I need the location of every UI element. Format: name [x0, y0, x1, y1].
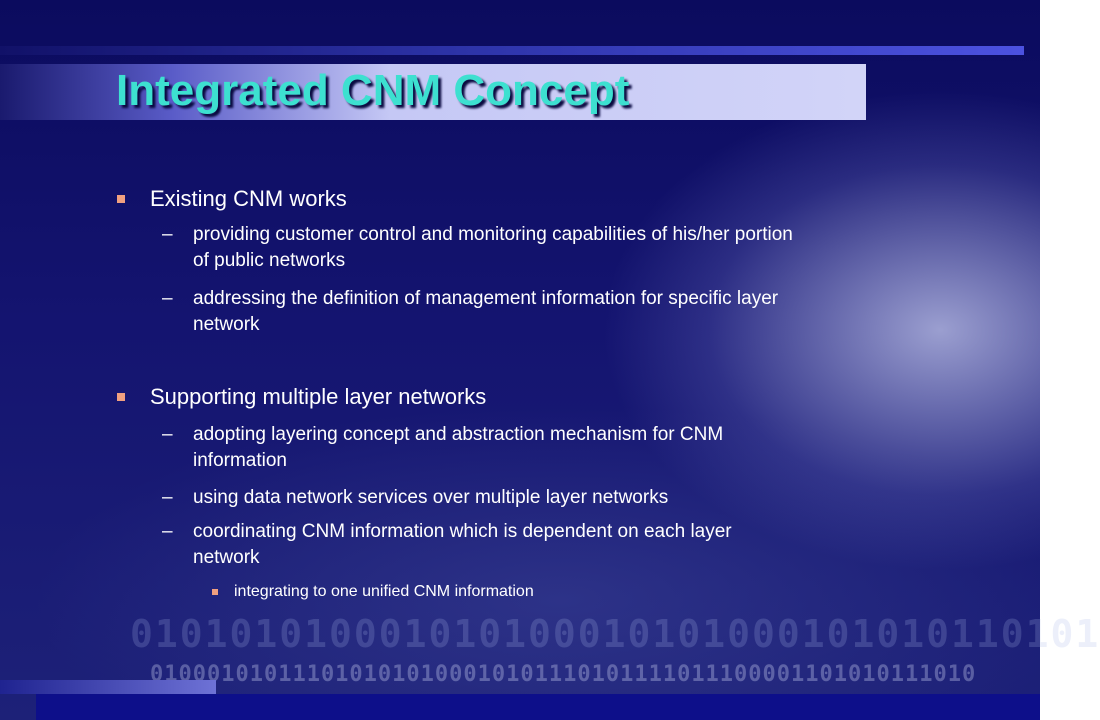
dash-bullet: –: [162, 288, 173, 309]
slide-title: Integrated CNM Concept: [116, 66, 630, 115]
title-bar: [0, 64, 866, 120]
section-1-item-1-line-2: of public networks: [193, 250, 346, 271]
slide-body: Existing CNM works – providing customer …: [117, 186, 963, 600]
section-2-item-2: using data network services over multipl…: [193, 485, 963, 511]
dash-bullet: –: [162, 424, 173, 445]
section-2-item-2-line-1: using data network services over multipl…: [193, 487, 669, 508]
small-square-bullet-icon: [212, 589, 218, 595]
dash-bullet: –: [162, 487, 173, 508]
section-2-item-1-line-2: information: [193, 450, 287, 471]
bottom-accent-bar: [0, 680, 216, 694]
section-1-item-2-line-2: network: [193, 314, 260, 335]
binary-decoration-row-2: 0100010101110101010100010101110101111011…: [150, 662, 977, 687]
square-bullet-icon: [117, 195, 125, 203]
dash-bullet: –: [162, 224, 173, 245]
section-1-item-1: providing customer control and monitorin…: [193, 222, 963, 274]
section-1-heading: Existing CNM works: [150, 186, 347, 211]
section-2-item-1: adopting layering concept and abstractio…: [193, 422, 963, 474]
section-2-item-3: coordinating CNM information which is de…: [193, 519, 963, 571]
section-1-item-1-line-1: providing customer control and monitorin…: [193, 224, 793, 245]
square-bullet-icon: [117, 393, 125, 401]
section-1-item-2: addressing the definition of management …: [193, 286, 963, 338]
bottom-band: [36, 694, 1040, 720]
dash-bullet: –: [162, 521, 173, 542]
section-1-item-2-line-1: addressing the definition of management …: [193, 288, 779, 309]
section-2-item-1-line-1: adopting layering concept and abstractio…: [193, 424, 724, 445]
section-2-subitem: integrating to one unified CNM informati…: [234, 583, 534, 600]
top-accent-rule: [0, 46, 1024, 55]
section-2-item-3-line-1: coordinating CNM information which is de…: [193, 521, 732, 542]
section-2-item-3-line-2: network: [193, 547, 260, 568]
binary-decoration-row-1: 010101010001010100010101000101010110101: [130, 612, 1100, 656]
section-2-heading: Supporting multiple layer networks: [150, 384, 487, 409]
